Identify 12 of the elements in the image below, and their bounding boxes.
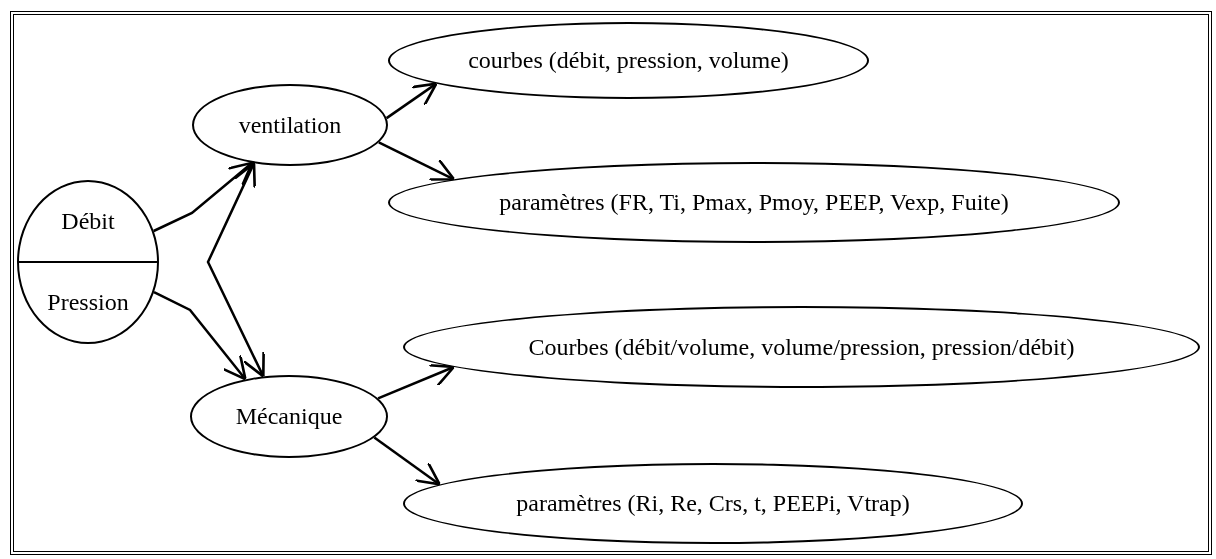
arrow xyxy=(385,82,438,120)
node-label: paramètres (FR, Ti, Pmax, Pmoy, PEEP, Vexp, Fuite) xyxy=(499,189,1009,216)
arrow xyxy=(378,141,456,181)
node-label: Débit xyxy=(61,208,115,235)
arrow xyxy=(377,363,456,400)
arrow xyxy=(373,436,441,486)
node-label: ventilation xyxy=(238,111,342,139)
node-label: paramètres (Ri, Re, Crs, t, PEEPi, Vtrap) xyxy=(516,490,910,517)
node-label: Pression xyxy=(47,289,129,316)
node-label: Courbes (débit/volume, volume/pression, pression/débit) xyxy=(528,333,1075,361)
node-label: Mécanique xyxy=(235,403,343,430)
node-label: courbes (débit, pression, volume) xyxy=(468,47,789,74)
